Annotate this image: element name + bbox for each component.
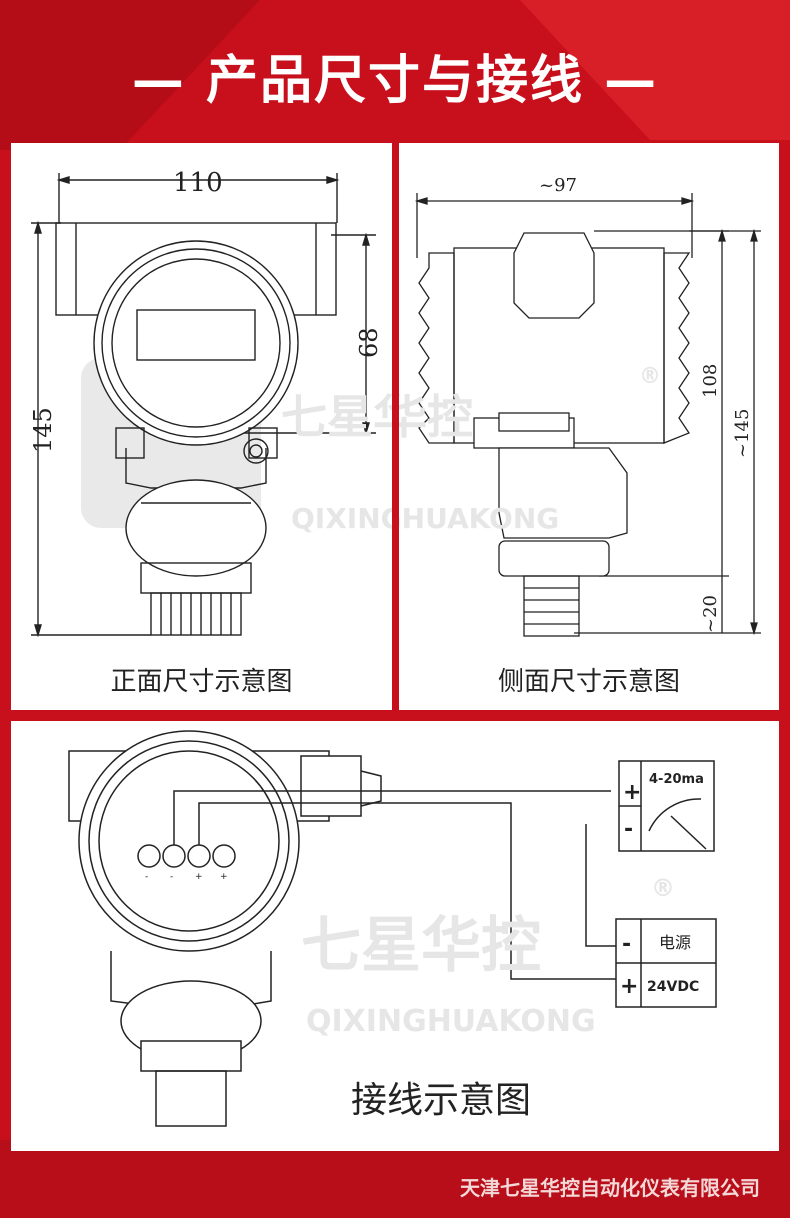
wiring-panel: 七星华控 QIXINGHUAKONG ® - - + + + - 4-20ma …: [11, 721, 779, 1151]
watermark-cn-side: 七星华控: [399, 390, 473, 444]
side-view-panel: 七星华控 QIXINGHUAKONG ® ~97 108 ~145 ~20 侧面…: [399, 143, 779, 710]
power-minus: -: [622, 932, 631, 957]
watermark-registered-side: ®: [639, 364, 661, 389]
watermark-registered-wiring: ®: [651, 874, 675, 902]
watermark-cn-wiring: 七星华控: [301, 911, 541, 981]
front-view-caption: 正面尺寸示意图: [110, 667, 293, 697]
watermark-en-wiring: QIXINGHUAKONG: [306, 1004, 596, 1039]
watermark-en-side: QIXINGHUAKONG: [399, 502, 559, 535]
meter-plus: +: [623, 780, 641, 805]
terminal-sign-3: +: [195, 872, 203, 882]
dim-height-label: 145: [29, 407, 57, 453]
power-label: 电源: [659, 933, 691, 952]
power-voltage: 24VDC: [647, 979, 699, 995]
side-view-caption: 侧面尺寸示意图: [497, 667, 680, 697]
terminal-sign-2: -: [170, 872, 173, 882]
meter-label: 4-20ma: [649, 772, 704, 787]
side-thread-label: ~20: [700, 595, 721, 633]
front-view-panel: 七星华控 QIXINGHUAKONG 110 145 68 正面尺寸示意图: [11, 143, 392, 710]
side-view-drawing: 七星华控 QIXINGHUAKONG ® ~97 108 ~145 ~20: [399, 175, 761, 637]
page-title: — 产品尺寸与接线 —: [131, 51, 659, 111]
footer-company: 天津七星华控自动化仪表有限公司: [460, 1176, 760, 1200]
power-plus: +: [620, 974, 638, 999]
dim-head-label: 68: [355, 327, 383, 358]
wiring-drawing: 七星华控 QIXINGHUAKONG ® - - + + + - 4-20ma …: [68, 730, 717, 1127]
wiring-caption: 接线示意图: [350, 1080, 531, 1121]
side-total-label: ~145: [732, 409, 753, 458]
meter-minus: -: [624, 817, 633, 842]
dim-width-label: 110: [173, 168, 223, 198]
side-width-label: ~97: [539, 175, 577, 196]
watermark-cn-front: 七星华控: [281, 390, 392, 444]
side-head-label: 108: [700, 364, 721, 398]
front-view-drawing: 七星华控 QIXINGHUAKONG 110 145 68: [29, 168, 392, 638]
terminal-sign-4: +: [220, 872, 228, 882]
terminal-sign-1: -: [145, 872, 148, 882]
watermark-en-front: QIXINGHUAKONG: [291, 502, 392, 535]
